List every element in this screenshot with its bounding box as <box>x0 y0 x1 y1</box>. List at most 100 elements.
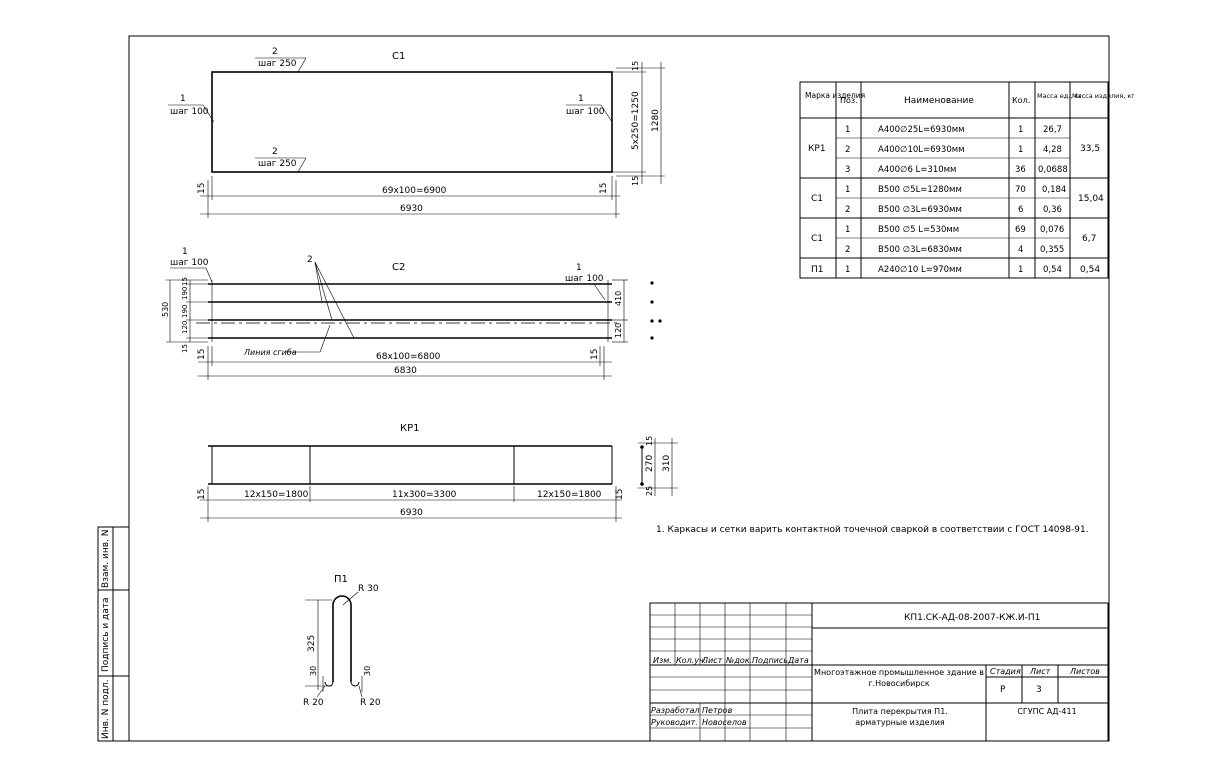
c1-dim-v-top: 15 <box>631 61 640 71</box>
spec-cell-pos: 1 <box>845 125 850 135</box>
spec-cell-name: В500 ∅3L=6930мм <box>878 205 962 215</box>
spec-cell-name: В500 ∅5L=1280мм <box>878 185 962 195</box>
spec-cell-qty: 1 <box>1018 265 1023 275</box>
spec-cell-pos: 3 <box>845 165 850 175</box>
c1-dim-inner: 69х100=6900 <box>382 186 447 196</box>
c2-dim-15-right: 15 <box>590 349 600 360</box>
spec-cell-mass: 26,7 <box>1043 125 1062 135</box>
c2-dim-v-b: 190 <box>181 287 189 300</box>
kp1-title: КР1 <box>400 423 420 434</box>
stamp-col-date: Дата <box>787 656 809 665</box>
title-block: Изм. Кол.уч. Лист №док. Подпись Дата Раз… <box>649 602 1109 742</box>
c1-left-callout-text: шаг 100 <box>170 107 209 117</box>
loop-p1: П1 R 30 325 30 30 R 20 R 20 <box>303 574 381 708</box>
c2-title: С2 <box>392 262 405 273</box>
c1-bottom-callout-num: 2 <box>272 147 278 157</box>
c2-dim-v-e: 15 <box>181 344 189 353</box>
spec-cell-mass: 4,28 <box>1043 145 1062 155</box>
spec-cell-name: А400∅6 L=310мм <box>878 165 956 175</box>
side-label-inv: Инв. N подл. <box>101 680 111 739</box>
spec-cell-qty: 36 <box>1015 165 1026 175</box>
spec-cell-name: В500 ∅3L=6830мм <box>878 245 962 255</box>
c1-outline <box>211 71 613 173</box>
p1-dim-l: 30 <box>309 666 318 676</box>
spec-cell-name: А400∅10L=6930мм <box>878 145 965 155</box>
c2-dim-r-b: 120 <box>614 323 623 338</box>
c2-right-callout-num: 1 <box>576 263 582 273</box>
spec-cell-qty: 6 <box>1018 205 1023 215</box>
kp1-sec-d: 25 <box>645 486 654 496</box>
sheet-frame <box>128 35 1110 742</box>
spec-cell-mass: 0,36 <box>1043 205 1062 215</box>
spec-cell-mass: 0,076 <box>1040 225 1064 235</box>
spec-cell-qty: 1 <box>1018 125 1023 135</box>
c2-left-callout-num: 1 <box>182 247 188 257</box>
p1-r-right: R 20 <box>360 698 381 708</box>
spec-h-mass-item: Масса изделия, кг <box>1072 92 1135 100</box>
c1-top-callout-text: шаг 250 <box>258 59 297 69</box>
spec-h-mass-unit: Масса ед., кг <box>1037 92 1082 100</box>
c2-dim-r-a: 410 <box>614 291 623 306</box>
spec-cell-mass: 0,355 <box>1040 245 1064 255</box>
stamp-sheet: 3 <box>1036 685 1042 695</box>
kp1-dim-a: 12х150=1800 <box>244 490 309 500</box>
stamp-head-role: Руководит. <box>651 718 698 727</box>
kp1-dim-b: 11х300=3300 <box>392 490 457 500</box>
spec-h-pos: Поз. <box>840 96 858 105</box>
c2-bend-label: Линия сгиба <box>243 348 297 357</box>
stamp-dev-role: Разработал <box>651 706 699 715</box>
stamp-sheet-h: Лист <box>1029 667 1051 676</box>
c2-dim-v-a: 15 <box>181 277 189 286</box>
c1-right-callout-text: шаг 100 <box>566 107 605 117</box>
kp1-sec-a: 15 <box>645 436 654 446</box>
spec-h-qty: Кол. <box>1012 96 1030 105</box>
p1-dim-h: 325 <box>307 635 317 652</box>
spec-cell-qty: 4 <box>1018 245 1023 255</box>
p1-dim-r: 30 <box>363 666 372 676</box>
spec-cell-mass: 0,54 <box>1043 265 1062 275</box>
spec-g3-mass: 0,54 <box>1080 265 1100 275</box>
frame-kp1: КР1 15 12х150=1800 11х300=3300 12х150=18… <box>197 423 678 522</box>
stamp-col-kolich: Кол.уч. <box>676 656 706 665</box>
stamp-stage: Р <box>1000 685 1006 695</box>
spec-cell-pos: 2 <box>845 245 850 255</box>
c1-dim-total: 6930 <box>400 204 423 214</box>
side-label-sign: Подпись и дата <box>101 597 111 672</box>
stamp-dev-name: Петров <box>702 706 733 715</box>
c2-left-callout-text: шаг 100 <box>170 258 209 268</box>
c1-title: С1 <box>392 51 405 62</box>
kp1-sec-b: 270 <box>645 455 655 472</box>
kp1-dim-total: 6930 <box>400 508 423 518</box>
stamp-col-list: Лист <box>701 656 723 665</box>
p1-loop <box>332 595 352 682</box>
mesh-c2: С2 1 шаг 100 1 шаг 100 2 Линия сгиба <box>161 247 662 380</box>
stamp-sheets-h: Листов <box>1069 667 1100 676</box>
spec-cell-name: В500 ∅5 L=530мм <box>878 225 959 235</box>
c1-right-callout-num: 1 <box>578 94 584 104</box>
spec-cell-qty: 69 <box>1015 225 1026 235</box>
stamp-title: Плита перекрытия П1. арматурные изделия <box>852 707 948 727</box>
kp1-sec-c: 310 <box>662 455 672 472</box>
spec-g2-mark: С1 <box>811 234 823 244</box>
p1-title: П1 <box>334 574 348 585</box>
spec-cell-qty: 1 <box>1018 145 1023 155</box>
c1-top-callout-num: 2 <box>272 47 278 57</box>
c1-dim-v-bottom: 15 <box>631 176 640 186</box>
spec-table: Марка изделия Поз. Наименование Кол. Мас… <box>799 81 1135 279</box>
p1-r-top: R 30 <box>358 584 379 594</box>
spec-cell-mass: 0,0688 <box>1038 165 1068 175</box>
c1-dim-v-inner: 5х250=1250 <box>631 91 641 150</box>
p1-r-left: R 20 <box>303 698 324 708</box>
spec-g0-mass: 33,5 <box>1080 144 1100 154</box>
spec-cell-qty: 70 <box>1015 185 1026 195</box>
spec-cell-pos: 2 <box>845 205 850 215</box>
spec-cell-pos: 1 <box>845 265 850 275</box>
c2-mid-callout: 2 <box>307 255 313 265</box>
c1-dim-15-left: 15 <box>197 183 207 194</box>
c1-bottom-callout-text: шаг 250 <box>258 159 297 169</box>
c1-dim-v-total: 1280 <box>651 109 661 132</box>
c1-dim-15-right: 15 <box>599 183 609 194</box>
side-strip: Взам. инв. N Подпись и дата Инв. N подл. <box>97 526 130 742</box>
stamp-project: Многоэтажное промышленное здание в г.Нов… <box>814 668 984 688</box>
